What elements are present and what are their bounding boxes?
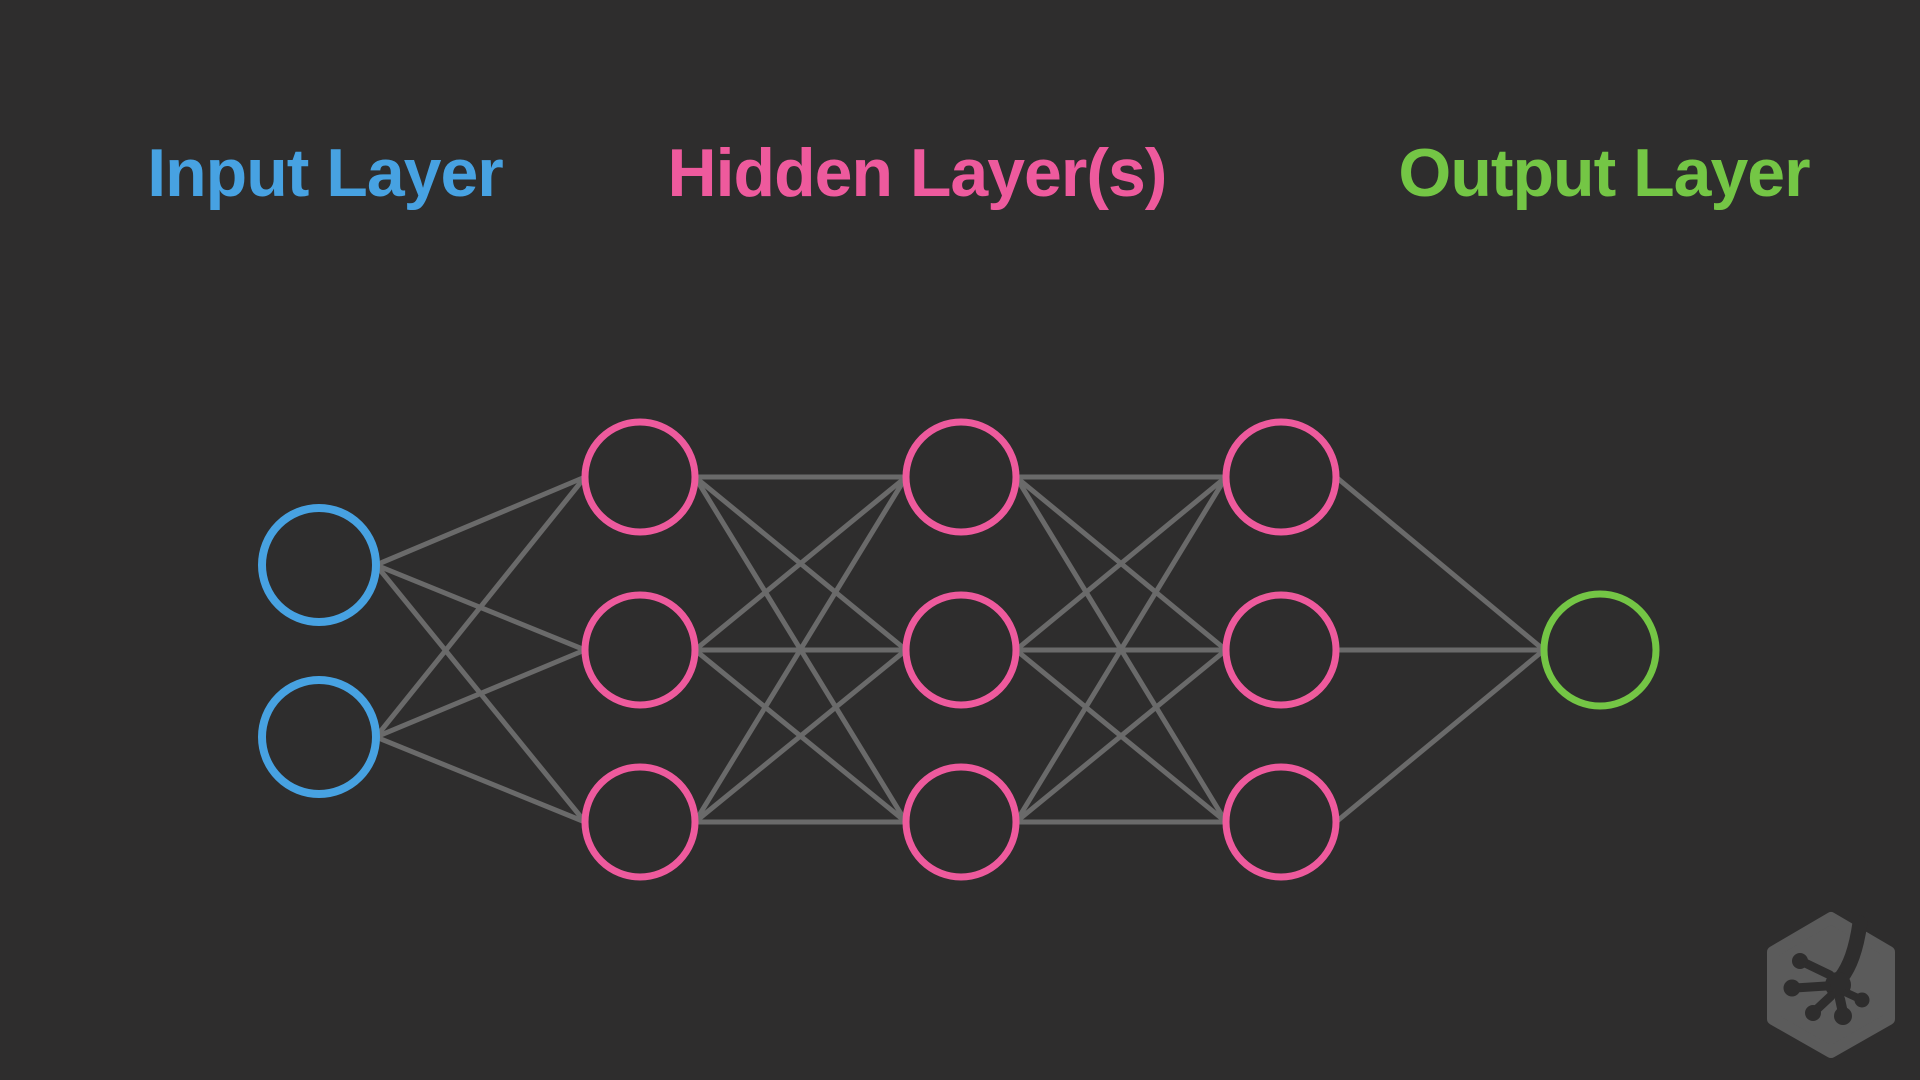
hidden-layer-1-node-1 [581, 418, 699, 536]
frog-toe-1-tip [1792, 953, 1808, 969]
hidden-layer-3-node-3 [1222, 763, 1340, 881]
frog-toe-4-tip [1834, 1007, 1852, 1025]
output-layer-node-1 [1540, 590, 1660, 710]
frog-toe-2-tip [1783, 979, 1801, 997]
hidden-layer-1-node-3 [581, 763, 699, 881]
connection-input-layer-to-hidden-layer-1 [374, 475, 587, 739]
connection-hidden-layer-3-to-output-layer [1334, 648, 1546, 824]
connection-hidden-layer-1-to-hidden-layer-2 [693, 648, 908, 824]
connection-input-layer-to-hidden-layer-1 [375, 734, 586, 825]
hidden-layer-label: Hidden Layer(s) [667, 135, 1168, 211]
hidden-layer-3-node-1 [1222, 418, 1340, 536]
hidden-layer-2-node-2 [902, 591, 1020, 709]
connection-hidden-layer-2-to-hidden-layer-3 [1013, 475, 1229, 824]
hidden-layer-3-node-2 [1222, 591, 1340, 709]
connection-hidden-layer-2-to-hidden-layer-3 [1014, 648, 1228, 824]
connection-input-layer-to-hidden-layer-1 [375, 474, 586, 568]
input-layer-node-2 [258, 676, 380, 798]
logo-frog-foot [1783, 915, 1870, 1025]
connections [374, 474, 1546, 825]
connection-hidden-layer-1-to-hidden-layer-2 [692, 475, 909, 824]
connection-hidden-layer-3-to-output-layer [1334, 475, 1546, 652]
hidden-layer-2-node-3 [902, 763, 1020, 881]
input-layer-node-1 [258, 504, 380, 626]
frog-toe-1 [1798, 957, 1835, 980]
hidden-layer-1-node-2 [581, 591, 699, 709]
hidden-layer-2-node-1 [902, 418, 1020, 536]
input-layer-label: Input Layer [147, 135, 503, 211]
frog-toe-5-tip [1854, 992, 1870, 1008]
nodes [258, 418, 1660, 881]
treehouse-logo [1767, 912, 1895, 1058]
frog-toe-3-tip [1805, 1005, 1821, 1021]
connection-input-layer-to-hidden-layer-1 [375, 647, 586, 740]
connection-hidden-layer-1-to-hidden-layer-2 [693, 475, 908, 652]
output-layer-label: Output Layer [1398, 135, 1810, 211]
connection-hidden-layer-2-to-hidden-layer-3 [1014, 475, 1228, 652]
